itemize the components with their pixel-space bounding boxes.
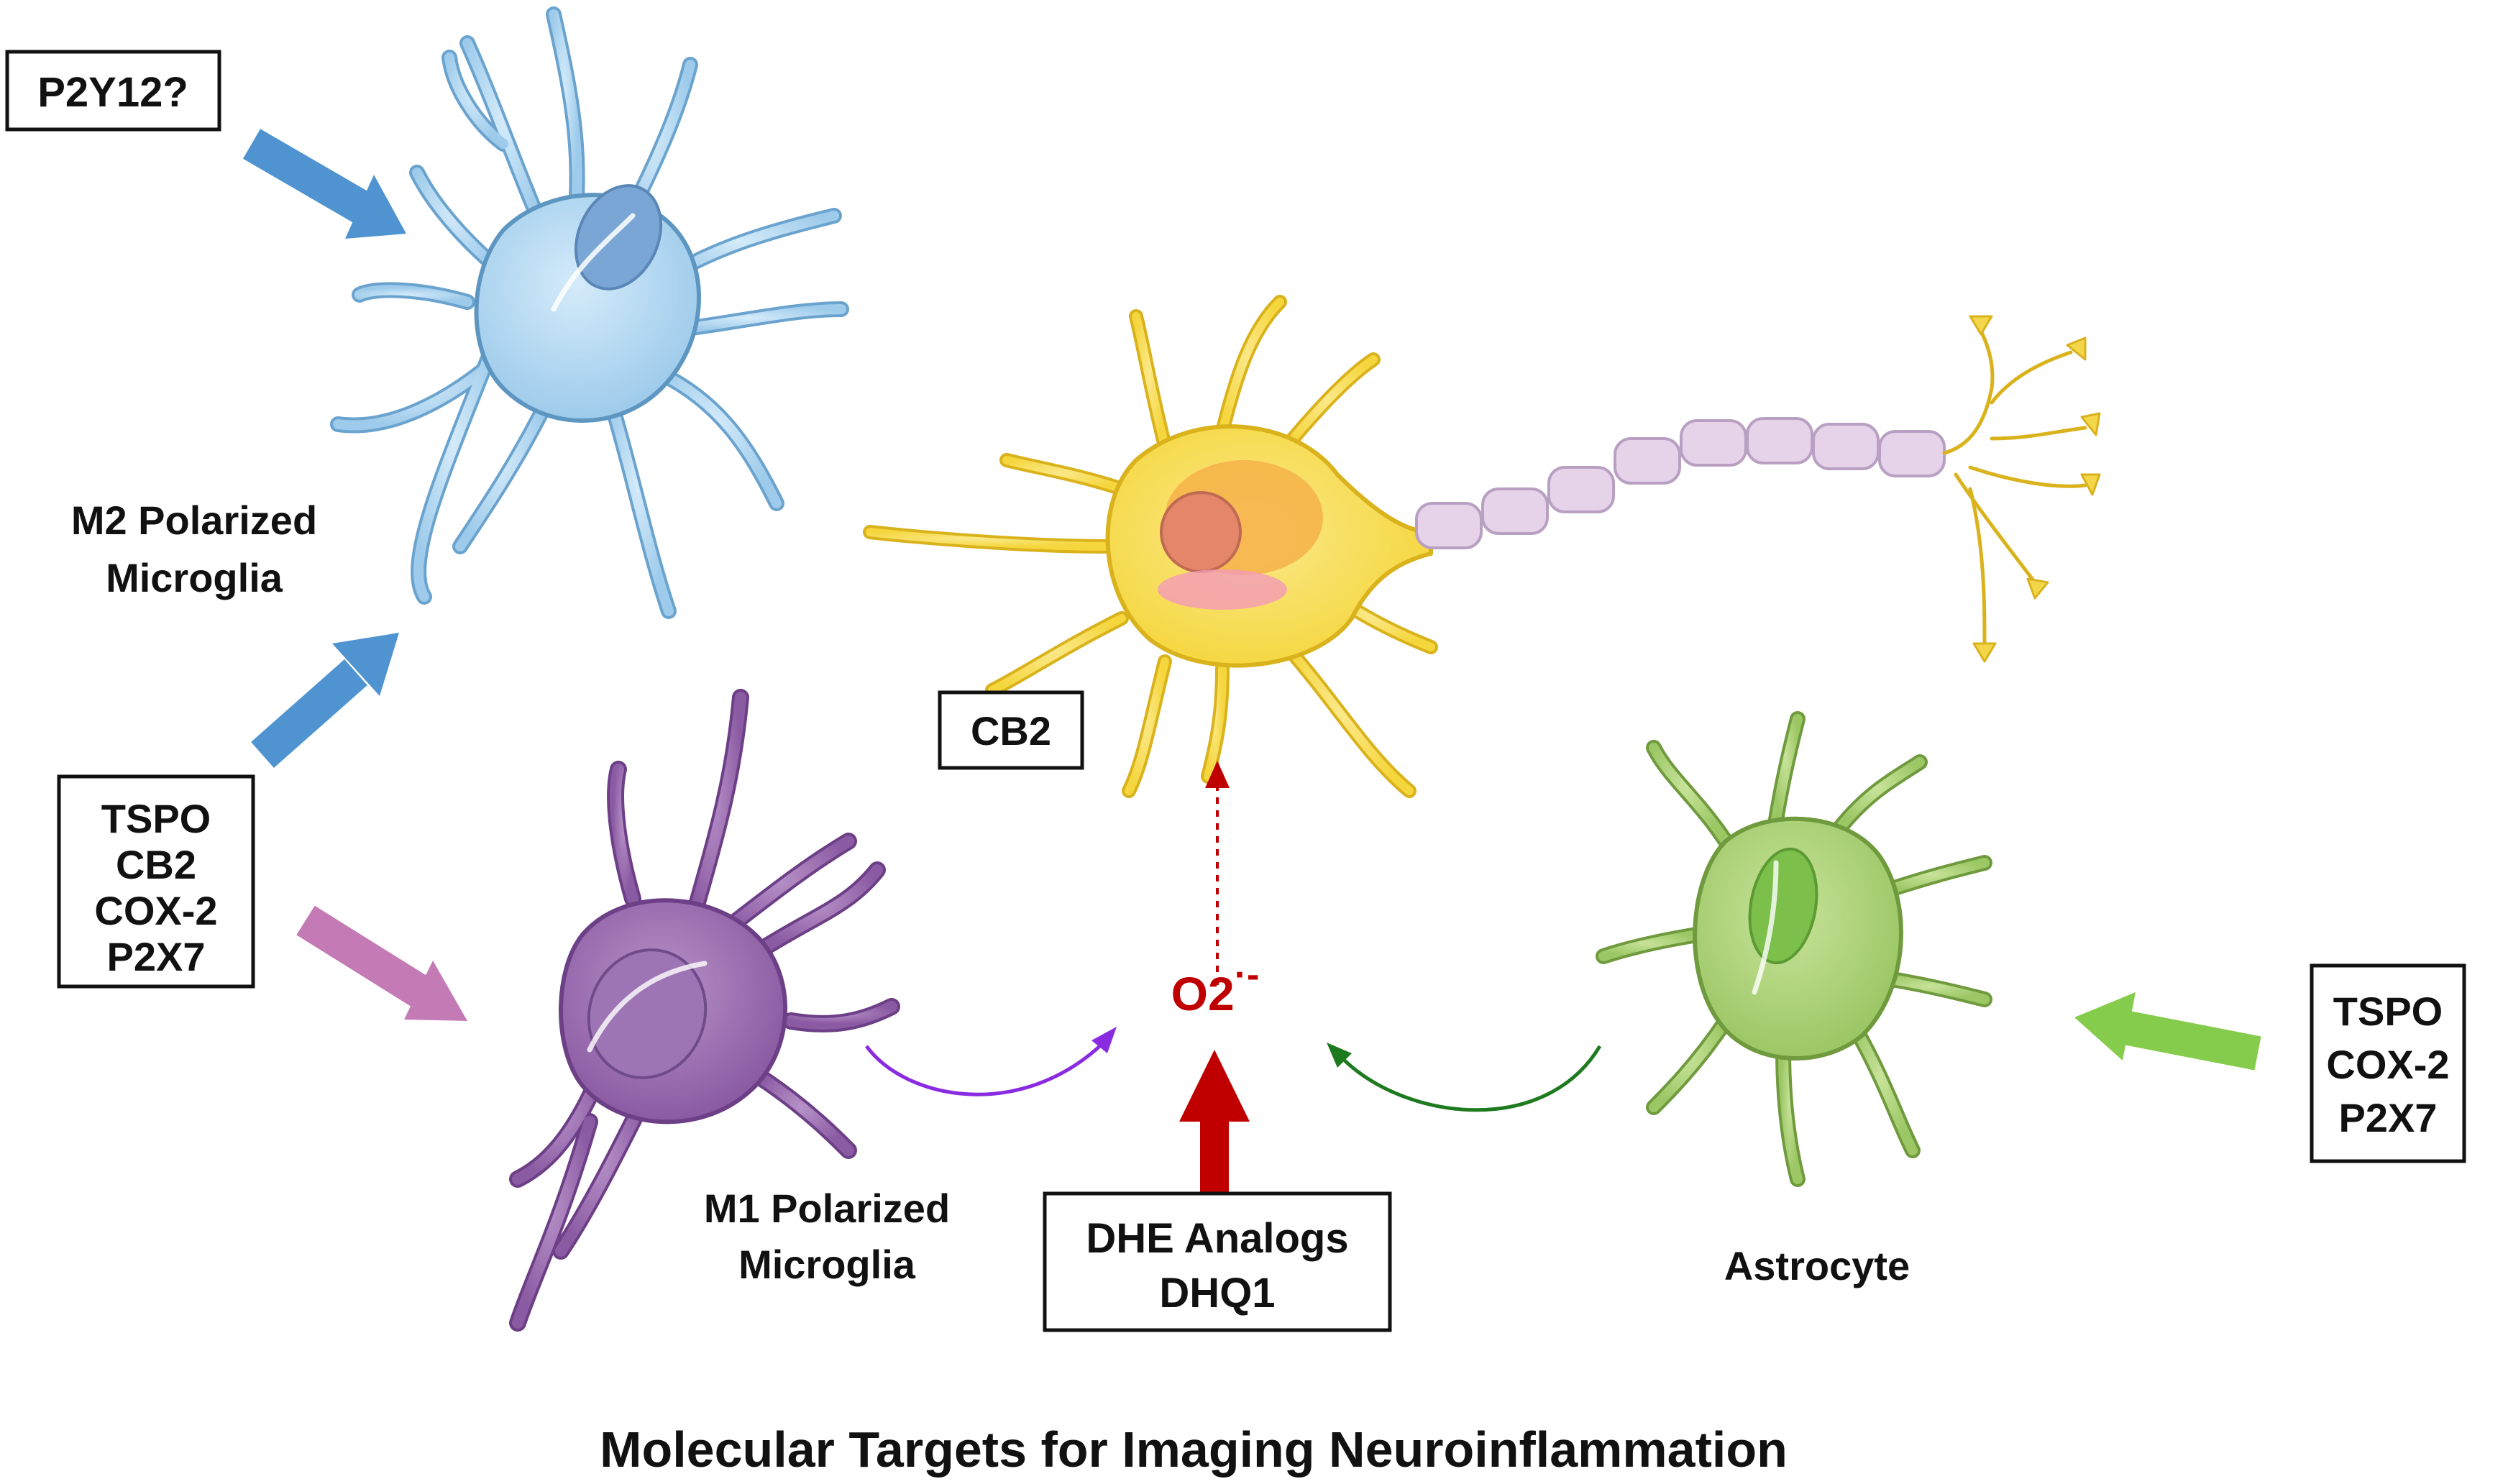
- astro-target-p2x7: P2X7: [2339, 1095, 2438, 1140]
- target-tspo: TSPO: [101, 796, 211, 841]
- terminal-boutons: [1969, 315, 2101, 663]
- m2-microglia-cell: [330, 6, 849, 619]
- probe-dhq1: DHQ1: [1159, 1270, 1275, 1316]
- m1-label-line2: Microglia: [738, 1242, 916, 1287]
- superoxide-dotted-arrow: [1205, 761, 1230, 985]
- cb2-label: CB2: [971, 708, 1051, 754]
- m2-label-line1: M2 Polarized: [71, 498, 317, 543]
- superoxide-base: O2: [1171, 967, 1235, 1020]
- superoxide-charge: ·-: [1235, 954, 1260, 996]
- neuron-cell: [863, 295, 2101, 798]
- probe-red-arrow: [1179, 1050, 1250, 1204]
- target-cox2: COX-2: [94, 888, 217, 933]
- target-p2x7: P2X7: [107, 934, 206, 979]
- axon-terminals: [1942, 321, 2087, 649]
- m2-label-line2: Microglia: [106, 555, 283, 600]
- m1-curved-arrow: [864, 1027, 1117, 1096]
- probes-box: DHE Analogs DHQ1: [1043, 1191, 1392, 1332]
- target-cb2: CB2: [116, 842, 196, 887]
- astro-target-tspo: TSPO: [2333, 989, 2443, 1034]
- astrocyte-targets-box: TSPO COX-2 P2X7: [2310, 963, 2466, 1163]
- m1-label-line1: M1 Polarized: [704, 1186, 950, 1231]
- superoxide-label: O2·-: [1171, 954, 1260, 1020]
- myelin-sheath: [1415, 417, 1946, 549]
- microglia-targets-box: TSPO CB2 COX-2 P2X7: [57, 774, 255, 989]
- astro-target-cox2: COX-2: [2326, 1042, 2449, 1087]
- targets-to-m1-pink-arrow: [296, 905, 467, 1021]
- m1-microglia-cell: [509, 689, 900, 1332]
- astro-curved-arrow: [1327, 1043, 1602, 1112]
- astro-targets-green-arrow: [2074, 992, 2261, 1071]
- p2y12-blue-arrow: [242, 129, 406, 239]
- cb2-box: CB2: [938, 690, 1084, 770]
- p2y12-box: P2Y12?: [5, 50, 221, 132]
- m1-to-m2-blue-arrow: [251, 633, 399, 768]
- p2y12-label: P2Y12?: [37, 69, 188, 116]
- astrocyte-label: Astrocyte: [1724, 1243, 1910, 1288]
- probe-dhe-analogs: DHE Analogs: [1086, 1215, 1348, 1262]
- figure-title: Molecular Targets for Imaging Neuroinfla…: [600, 1421, 1788, 1478]
- astrocyte-cell: [1596, 711, 1992, 1187]
